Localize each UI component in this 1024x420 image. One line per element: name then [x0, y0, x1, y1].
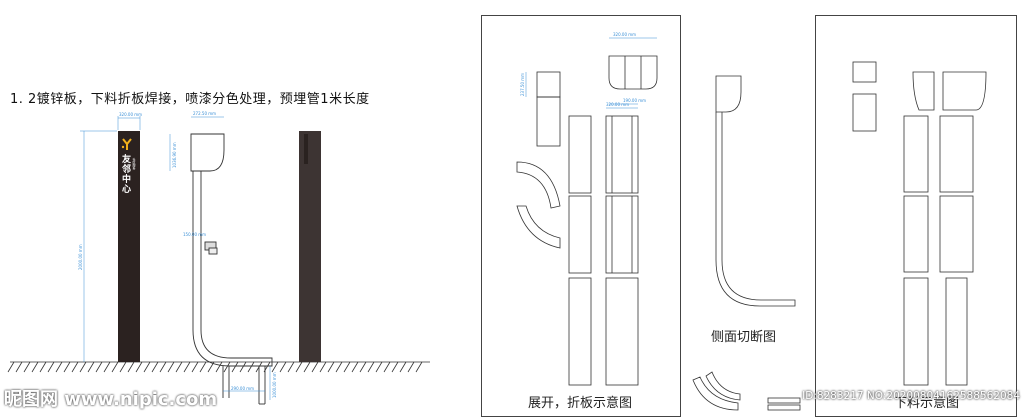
sign-sub-text: 社区服务 — [132, 157, 136, 171]
sign-char-1: 友 — [122, 153, 131, 165]
dim-top-width: 320.00 mm — [119, 112, 142, 117]
sign-char-3: 中 — [122, 173, 131, 185]
dim-unfold-lower: 320.00 mm — [606, 102, 629, 107]
sign-front-panel — [118, 131, 140, 362]
dim-unfold-top: 320.00 mm — [613, 32, 636, 37]
dim-base-height: 1000.00 mm — [272, 372, 277, 398]
sign-char-4: 心 — [122, 184, 131, 195]
sign-back-panel — [299, 131, 321, 362]
sign-char-2: 邻 — [122, 163, 131, 175]
dim-head-height: 1036.90 mm — [172, 142, 177, 168]
dim-total-height: 2000.00 mm — [78, 244, 83, 270]
cutting-panel: 下料示意图 — [815, 15, 1017, 417]
unfold-drawing: 320.00 mm 190.00 mm 320.00 mm 237.50 mm — [516, 32, 658, 386]
unfold-panel: 320.00 mm 190.00 mm 320.00 mm 237.50 mm … — [481, 15, 681, 417]
dim-side-label: 150.00 mm — [183, 232, 206, 237]
watermark-left: 昵图网 www.nipic.com — [4, 389, 218, 410]
dim-unfold-side: 237.50 mm — [520, 73, 525, 96]
cutting-drawing — [852, 61, 987, 386]
watermark-right: ID:8283217 NO:20200804162588562084 — [802, 390, 1020, 402]
caption-side-section: 侧面切断图 — [711, 330, 777, 345]
caption-unfold: 展开，折板示意图 — [528, 396, 633, 411]
ground-line — [7, 361, 430, 373]
dim-top-width-2: 272.50 mm — [193, 111, 216, 116]
caption-cutting: 下料示意图 — [894, 396, 960, 411]
side-profile — [190, 133, 273, 405]
logo-icon — [121, 138, 132, 150]
dim-base-width: 290.00 mm — [231, 386, 254, 391]
dim-unfold-mid: 190.00 mm — [623, 98, 646, 103]
material-note: 1. 2镀锌板，下料折板焊接，喷漆分色处理，预埋管1米长度 — [10, 92, 370, 107]
